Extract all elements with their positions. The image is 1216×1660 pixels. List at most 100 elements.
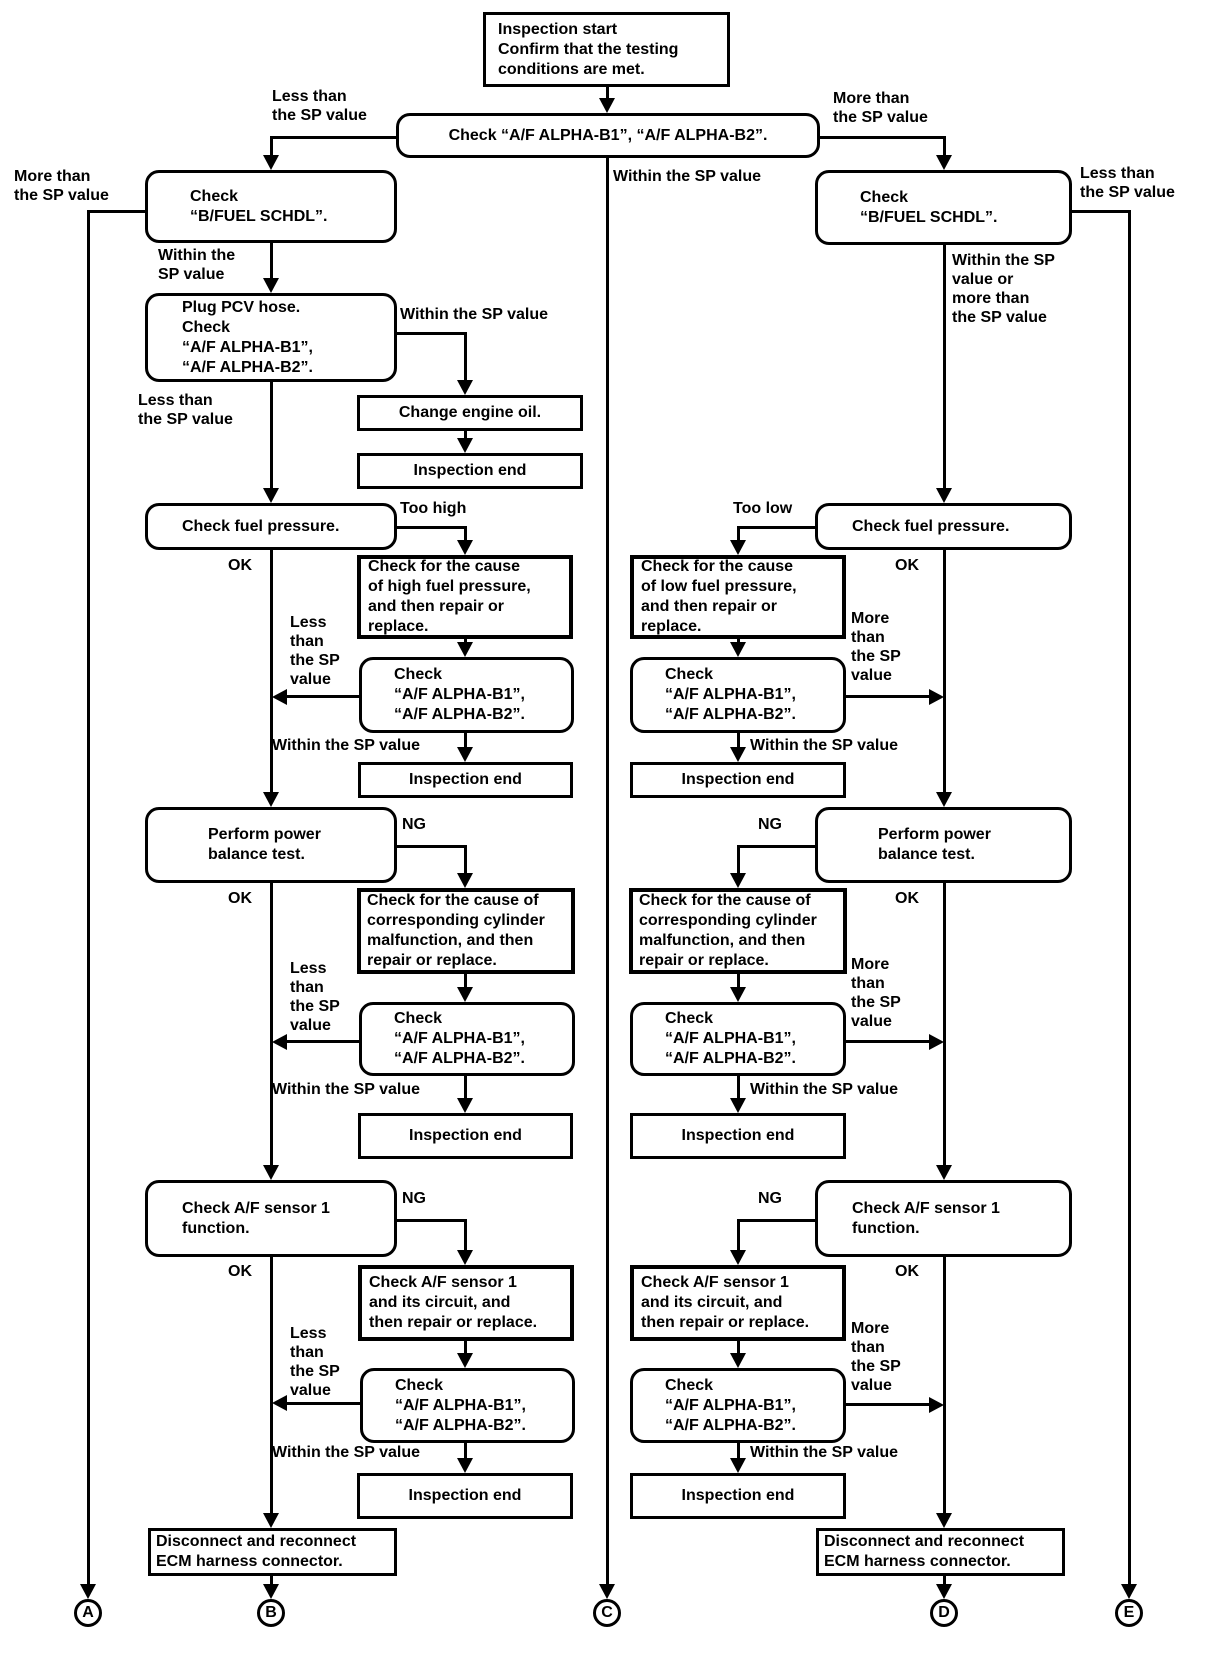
terminal-a: A — [74, 1599, 102, 1627]
flow-line — [737, 1219, 817, 1222]
box-sensor-circuit-left: Check A/F sensor 1 and its circuit, and … — [358, 1265, 574, 1341]
label-within-sp: Within the SP value — [750, 737, 899, 754]
arrowhead-down — [1121, 1584, 1137, 1599]
label-ok: OK — [895, 1263, 919, 1280]
label-less-than-sp: Less than the SP value — [272, 88, 367, 124]
arrowhead-down — [936, 1165, 952, 1180]
arrowhead-down — [730, 642, 746, 657]
flow-line — [464, 1219, 467, 1251]
box-power-balance-right: Perform power balance test. — [815, 807, 1072, 883]
flow-line — [819, 136, 946, 139]
flow-line — [87, 210, 90, 1585]
label-more-than-sp-4l: More than the SP value — [851, 610, 901, 684]
flow-line — [737, 1443, 740, 1459]
flow-line — [270, 550, 273, 793]
arrowhead-right — [929, 689, 944, 705]
arrowhead-down — [457, 1098, 473, 1113]
label-too-low: Too low — [733, 500, 793, 517]
arrowhead-right — [929, 1397, 944, 1413]
flow-line — [464, 1443, 467, 1459]
arrowhead-down — [457, 380, 473, 395]
box-check-af-sensor-right: Check A/F sensor 1 function. — [815, 1180, 1072, 1257]
arrowhead-down — [263, 1165, 279, 1180]
arrowhead-down — [730, 1098, 746, 1113]
box-inspection-end: Inspection end — [357, 1473, 573, 1519]
arrowhead-down — [457, 1458, 473, 1473]
flow-line — [464, 332, 467, 381]
box-cause-cylinder-right: Check for the cause of corresponding cyl… — [629, 888, 847, 974]
arrowhead-down — [599, 1584, 615, 1599]
flow-line — [464, 431, 467, 440]
flow-line — [737, 845, 817, 848]
box-check-bfuel-left: Check “B/FUEL SCHDL”. — [145, 170, 397, 243]
flow-line — [737, 526, 740, 542]
arrowhead-left — [272, 1395, 287, 1411]
flow-line — [464, 733, 467, 747]
flow-line — [606, 87, 609, 99]
flow-line — [464, 1076, 467, 1099]
label-ng: NG — [758, 1190, 782, 1207]
label-more-than-sp-4l: More than the SP value — [851, 1320, 901, 1394]
box-check-af-sub-left-2: Check “A/F ALPHA-B1”, “A/F ALPHA-B2”. — [359, 1002, 575, 1076]
arrowhead-down — [936, 792, 952, 807]
arrowhead-down — [457, 540, 473, 555]
label-ok: OK — [228, 557, 252, 574]
flow-line — [737, 1341, 740, 1354]
label-less-than-sp-4l: Less than the SP value — [290, 1325, 340, 1399]
flow-line — [270, 1576, 273, 1586]
label-within-or-more: Within the SP value or more than the SP … — [952, 252, 1055, 326]
flow-line — [1128, 210, 1131, 1585]
label-ok: OK — [228, 890, 252, 907]
terminal-b: B — [257, 1599, 285, 1627]
flow-line — [464, 526, 467, 542]
flow-line — [464, 845, 467, 874]
arrowhead-down — [936, 1584, 952, 1599]
flow-line — [270, 883, 273, 1166]
arrowhead-down — [263, 278, 279, 293]
box-check-af-sub-left-3: Check “A/F ALPHA-B1”, “A/F ALPHA-B2”. — [360, 1368, 575, 1443]
label-within-sp: Within the SP value — [272, 737, 421, 754]
box-plug-pcv: Plug PCV hose. Check “A/F ALPHA-B1”, “A/… — [145, 293, 397, 382]
label-less-than-sp: Less than the SP value — [138, 392, 233, 428]
box-check-af-sensor-left: Check A/F sensor 1 function. — [145, 1180, 397, 1257]
label-ok: OK — [895, 557, 919, 574]
arrowhead-down — [599, 98, 615, 113]
box-inspection-end: Inspection end — [357, 453, 583, 489]
flow-line — [846, 1403, 930, 1406]
flow-line — [943, 883, 946, 1166]
box-disconnect-ecm-right: Disconnect and reconnect ECM harness con… — [816, 1528, 1065, 1576]
arrowhead-down — [457, 747, 473, 762]
arrowhead-right — [929, 1034, 944, 1050]
arrowhead-down — [80, 1584, 96, 1599]
arrowhead-down — [263, 488, 279, 503]
arrowhead-down — [457, 642, 473, 657]
box-power-balance-left: Perform power balance test. — [145, 807, 397, 883]
arrowhead-down — [457, 987, 473, 1002]
box-inspection-end: Inspection end — [630, 1113, 846, 1159]
box-disconnect-ecm-left: Disconnect and reconnect ECM harness con… — [148, 1528, 397, 1576]
flow-line — [943, 1257, 946, 1514]
label-less-than-sp: Less than the SP value — [1080, 165, 1175, 201]
flow-line — [270, 243, 273, 279]
arrowhead-down — [730, 747, 746, 762]
flow-line — [943, 245, 946, 489]
flow-line — [846, 695, 930, 698]
arrowhead-down — [457, 873, 473, 888]
label-within-sp: Within the SP value — [750, 1081, 899, 1098]
arrowhead-down — [263, 1584, 279, 1599]
label-within-sp: Within the SP value — [272, 1081, 421, 1098]
flow-line — [270, 136, 273, 157]
label-ng: NG — [402, 816, 426, 833]
flow-line — [87, 210, 146, 213]
arrowhead-down — [936, 1513, 952, 1528]
label-within-sp: Within the SP value — [400, 306, 549, 323]
flow-line — [606, 158, 609, 1585]
flow-line — [737, 845, 740, 874]
label-ng: NG — [402, 1190, 426, 1207]
terminal-d: D — [930, 1599, 958, 1627]
box-inspection-start: Inspection start Confirm that the testin… — [483, 12, 730, 87]
arrowhead-left — [272, 1034, 287, 1050]
box-inspection-end: Inspection end — [358, 1113, 573, 1159]
box-check-fuel-pressure-left: Check fuel pressure. — [145, 503, 397, 550]
